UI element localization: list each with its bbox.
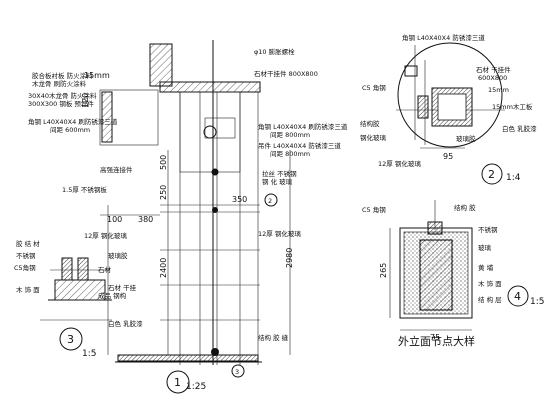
label-stone: 石材 干挂 xyxy=(108,283,137,292)
d4-label-5: 黄 埔 xyxy=(478,263,494,272)
label-glass-glue: 玻璃胶 xyxy=(108,251,128,260)
d2-label-sealant: 玻璃胶 xyxy=(456,134,476,143)
detail-3-number: 3 xyxy=(67,333,74,346)
connector-plate xyxy=(204,117,236,139)
dim-380: 380 xyxy=(138,215,153,224)
d4-label-ss: 不锈钢 xyxy=(478,225,498,234)
callout-2-label: 2 xyxy=(268,197,272,205)
d4-dim-265: 265 xyxy=(379,263,388,278)
detail-3-scale: 1:5 xyxy=(82,349,96,359)
d2-dim-95: 95 xyxy=(443,152,453,161)
callout-3-circle[interactable] xyxy=(231,364,245,378)
detail-1-marker xyxy=(166,370,190,394)
detail-1-section: 15mm 120 500 250 350 380 100 2400 2980 胶… xyxy=(28,40,348,394)
d4-label-glass: 玻璃 xyxy=(478,243,492,252)
label-30x40: 30X40木龙骨 防火涂料 xyxy=(28,91,97,100)
label-toughened-glass: 12厚 钢化玻璃 xyxy=(84,231,127,240)
d2-label-glue: 结构胶 xyxy=(360,119,380,128)
label-stone-hanger: 拉丝 不锈钢 xyxy=(262,169,297,178)
d4-label-wood: 木 饰 面 xyxy=(478,279,502,288)
d2-label-board: 15mm木工板 xyxy=(492,102,533,111)
upper-frame xyxy=(179,91,241,173)
d2-label-glass: 钢化玻璃 xyxy=(360,133,387,142)
dim-15mm: 15mm xyxy=(84,71,110,80)
d2-label-latex: 白色 乳胶漆 xyxy=(502,124,537,133)
detail-3-marker xyxy=(59,327,83,351)
detail-2-scale: 1:4 xyxy=(506,173,521,183)
d4-dim-75: 75 xyxy=(430,333,440,342)
floor-slab xyxy=(117,354,259,362)
mid-anchor xyxy=(211,168,219,176)
d2-label-600x800: 600X800 xyxy=(478,74,507,82)
detail-2-number: 2 xyxy=(488,168,495,181)
rail-anchor xyxy=(212,207,218,213)
dim-2400: 2400 xyxy=(159,258,168,278)
detail-2-circle xyxy=(397,42,503,148)
label-12-glass: 12厚 钢化玻璃 xyxy=(258,229,301,238)
d3-label-3: C5角钢 xyxy=(14,263,36,272)
d3-left-post xyxy=(61,257,73,281)
detail-4-column: C5 角钢 结构 胶 不锈钢 玻璃 黄 埔 木 饰 面 结 构 层 265 75… xyxy=(362,200,544,348)
label-connector: 高强连接件 xyxy=(100,165,133,174)
label-spacing-800b: 间距 800mm xyxy=(270,150,310,158)
detail-3-base: 胶 结 材 不锈钢 C5角钢 石材 木 饰 面 成品 钢构 3 1:5 xyxy=(14,239,127,359)
d2-dim-15mm: 15mm xyxy=(488,86,509,94)
d2-label-hanger: 石材 干挂件 xyxy=(476,65,511,74)
dim-100: 100 xyxy=(107,215,122,224)
label-angle-600: 角钢 L40X40X4 刷防锈漆三道 xyxy=(28,117,118,126)
ceiling-board xyxy=(101,91,113,143)
label-spacing-800a: 间距 800mm xyxy=(270,131,310,139)
d2-label-12glass: 12厚 钢化玻璃 xyxy=(378,159,421,168)
beam-block xyxy=(159,81,261,93)
label-spacing-600: 间距 600mm xyxy=(50,126,90,134)
bottom-anchor xyxy=(211,348,219,356)
d4-label-c5: C5 角钢 xyxy=(362,205,386,214)
ceiling-box xyxy=(99,89,159,146)
d2-hollow xyxy=(437,93,467,121)
d3-label-6: 成品 钢构 xyxy=(98,291,127,300)
d4-label-glue: 结构 胶 xyxy=(454,203,476,212)
detail-2-round: 角钢 L40X40X4 防锈漆三道 石材 干挂件 600X800 15mm木工板… xyxy=(360,33,537,185)
label-800x800: 钢 化 玻璃 xyxy=(262,177,293,186)
d3-right-post xyxy=(77,257,89,281)
detail-4-marker xyxy=(507,285,529,307)
slab-block xyxy=(149,43,173,87)
detail-4-scale: 1:5 xyxy=(530,297,544,307)
callout-3-label: 3 xyxy=(235,368,239,376)
d2-label-c5: C5 角钢 xyxy=(362,83,386,92)
detail-4-title: 外立面节点大样 xyxy=(398,334,475,348)
detail-1-scale: 1:25 xyxy=(186,382,206,392)
detail-2-marker xyxy=(481,163,503,185)
d2-angle xyxy=(417,95,429,119)
label-right-1: 石材干挂件 800X800 xyxy=(254,69,318,78)
label-latex: 白色 乳胶漆 xyxy=(108,319,143,328)
label-phi10: φ10 膨胀螺栓 xyxy=(254,47,295,56)
dim-2980: 2980 xyxy=(285,248,294,268)
label-wood-keel: 木龙骨 刷防火涂料 xyxy=(32,79,87,88)
bolt-circle xyxy=(203,125,217,139)
label-angle-800: 角钢 L40X40X4 刷防锈漆三道 xyxy=(258,122,348,131)
dim-250: 250 xyxy=(159,185,168,200)
d3-label-1: 胶 结 材 xyxy=(16,239,40,248)
d4-core xyxy=(419,239,453,311)
label-plywood: 胶合板衬板 防火涂料 xyxy=(32,71,93,80)
label-hanger: 吊件 L40X40X4 防锈漆三道 xyxy=(258,141,341,150)
detail-4-number: 4 xyxy=(514,290,521,303)
dim-120: 120 xyxy=(81,93,90,108)
label-struct-glue: 结构 胶 缝 xyxy=(258,333,289,342)
d2-bracket xyxy=(404,65,418,77)
callout-2-circle[interactable] xyxy=(264,193,278,207)
dim-350: 350 xyxy=(232,195,247,204)
detail-1-number: 1 xyxy=(174,376,181,389)
label-300x300: 300X300 钢板 预埋件 xyxy=(28,99,94,108)
label-ss-plate: 1.5厚 不锈钢板 xyxy=(62,185,107,194)
d3-label-5: 木 饰 面 xyxy=(16,285,40,294)
d2-label-angle: 角钢 L40X40X4 防锈漆三道 xyxy=(402,33,485,42)
d4-label-struct: 结 构 层 xyxy=(478,295,502,304)
d3-label-4: 石材 xyxy=(98,265,112,274)
d3-label-2: 不锈钢 xyxy=(16,251,36,260)
dim-500: 500 xyxy=(159,155,168,170)
